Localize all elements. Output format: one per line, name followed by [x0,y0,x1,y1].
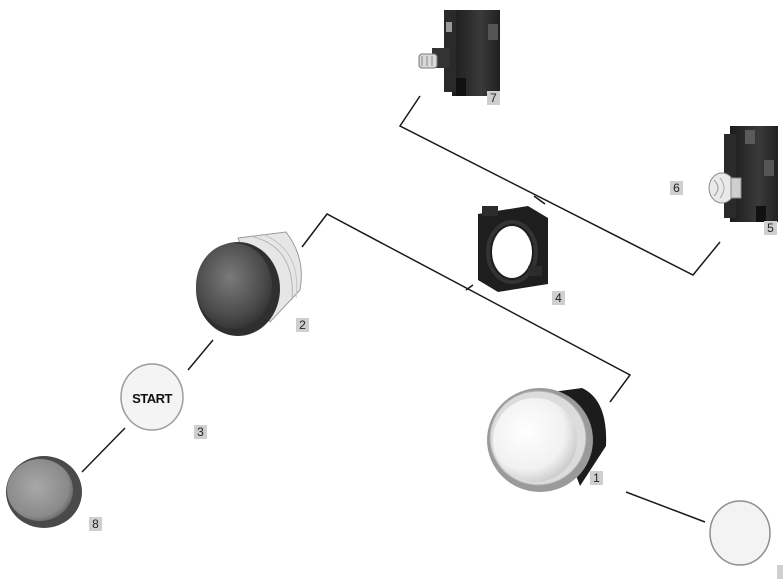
connector-2-to-3 [187,339,214,371]
indicator-lens-white-1 [487,388,607,492]
callout-6: 6 [670,181,683,195]
lamp-holder-5 [724,126,778,222]
connector-lines [81,95,721,523]
callout-2: 2 [296,318,309,332]
connector-3-to-8 [81,427,126,473]
lamp-holder-7 [418,10,500,96]
start-legend-3 [120,363,184,431]
lens-cap-8 [6,456,82,528]
mounting-adapter-4 [478,206,548,292]
bulb-6 [708,172,742,204]
indicator-lens-dark-2 [196,231,302,336]
connector-7-to-5 [398,95,721,276]
start-legend-text: START [132,391,172,406]
lens-disk [709,500,771,566]
callout-8: 8 [89,517,102,531]
callout-partial-edge [777,565,783,579]
callout-7: 7 [487,91,500,105]
callout-4: 4 [552,291,565,305]
connector-4-to-line [533,195,546,205]
callout-3: 3 [194,425,207,439]
callout-5: 5 [764,221,777,235]
connector-1-to-cap [625,491,706,523]
connector-4-bottom [465,284,474,291]
connector-2-to-1 [301,213,632,403]
callout-1: 1 [590,471,603,485]
